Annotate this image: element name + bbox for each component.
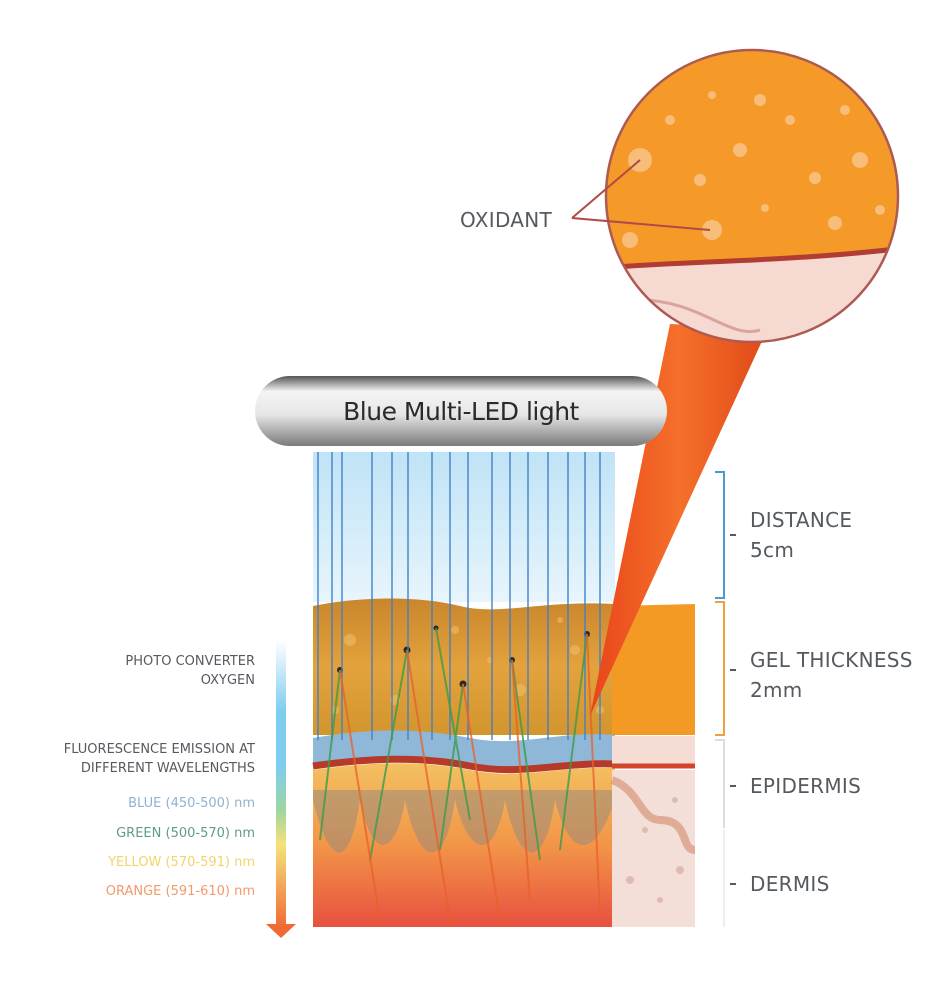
dermis-magnified [612,770,695,927]
led-label: Blue Multi-LED light [343,396,579,426]
fluorescence-label-2: DIFFERENT WAVELENGTHS [80,761,255,776]
epidermis-line [312,755,616,774]
led-rays [317,452,601,740]
gel-bubbles [331,617,604,714]
papillae [313,790,615,853]
gel-thickness-value: 2mm [750,678,803,702]
orange-rays [339,633,601,921]
wavelength-green: GREEN (500-570) nm [116,826,255,841]
light-zone [313,452,615,602]
gel-thickness-label: GEL THICKNESS [750,648,913,672]
photo-converter-label: PHOTO CONVERTER [125,654,255,669]
distance-bracket [715,471,725,599]
oxidant-label: OXIDANT [460,208,553,232]
distance-label: DISTANCE [750,508,853,532]
wavelength-yellow: YELLOW (570-591) nm [108,855,255,870]
led-bar [255,376,667,446]
wavelength-orange: ORANGE (591-610) nm [105,884,255,899]
gel-layer [313,598,615,735]
oxidant-beam [590,324,768,716]
epidermis-magnified [612,736,695,766]
gel-bracket [715,601,725,736]
blue-layer [313,730,615,768]
arrow-head [266,924,296,938]
distance-value: 5cm [750,538,795,562]
dermis-label: DERMIS [750,872,830,896]
oxidant-pointer [571,159,711,231]
green-rays [319,627,588,861]
epidermis-label: EPIDERMIS [750,774,862,798]
gel-magnified [612,604,695,735]
wavelength-blue: BLUE (450-500) nm [128,796,255,811]
oxidant-magnifier [606,50,898,342]
fluorescence-label-1: FLUORESCENCE EMISSION AT [63,742,255,757]
bracket-ticks [730,534,736,885]
oxygen-label: OXYGEN [200,673,255,688]
spectrum-arrow [276,640,286,924]
